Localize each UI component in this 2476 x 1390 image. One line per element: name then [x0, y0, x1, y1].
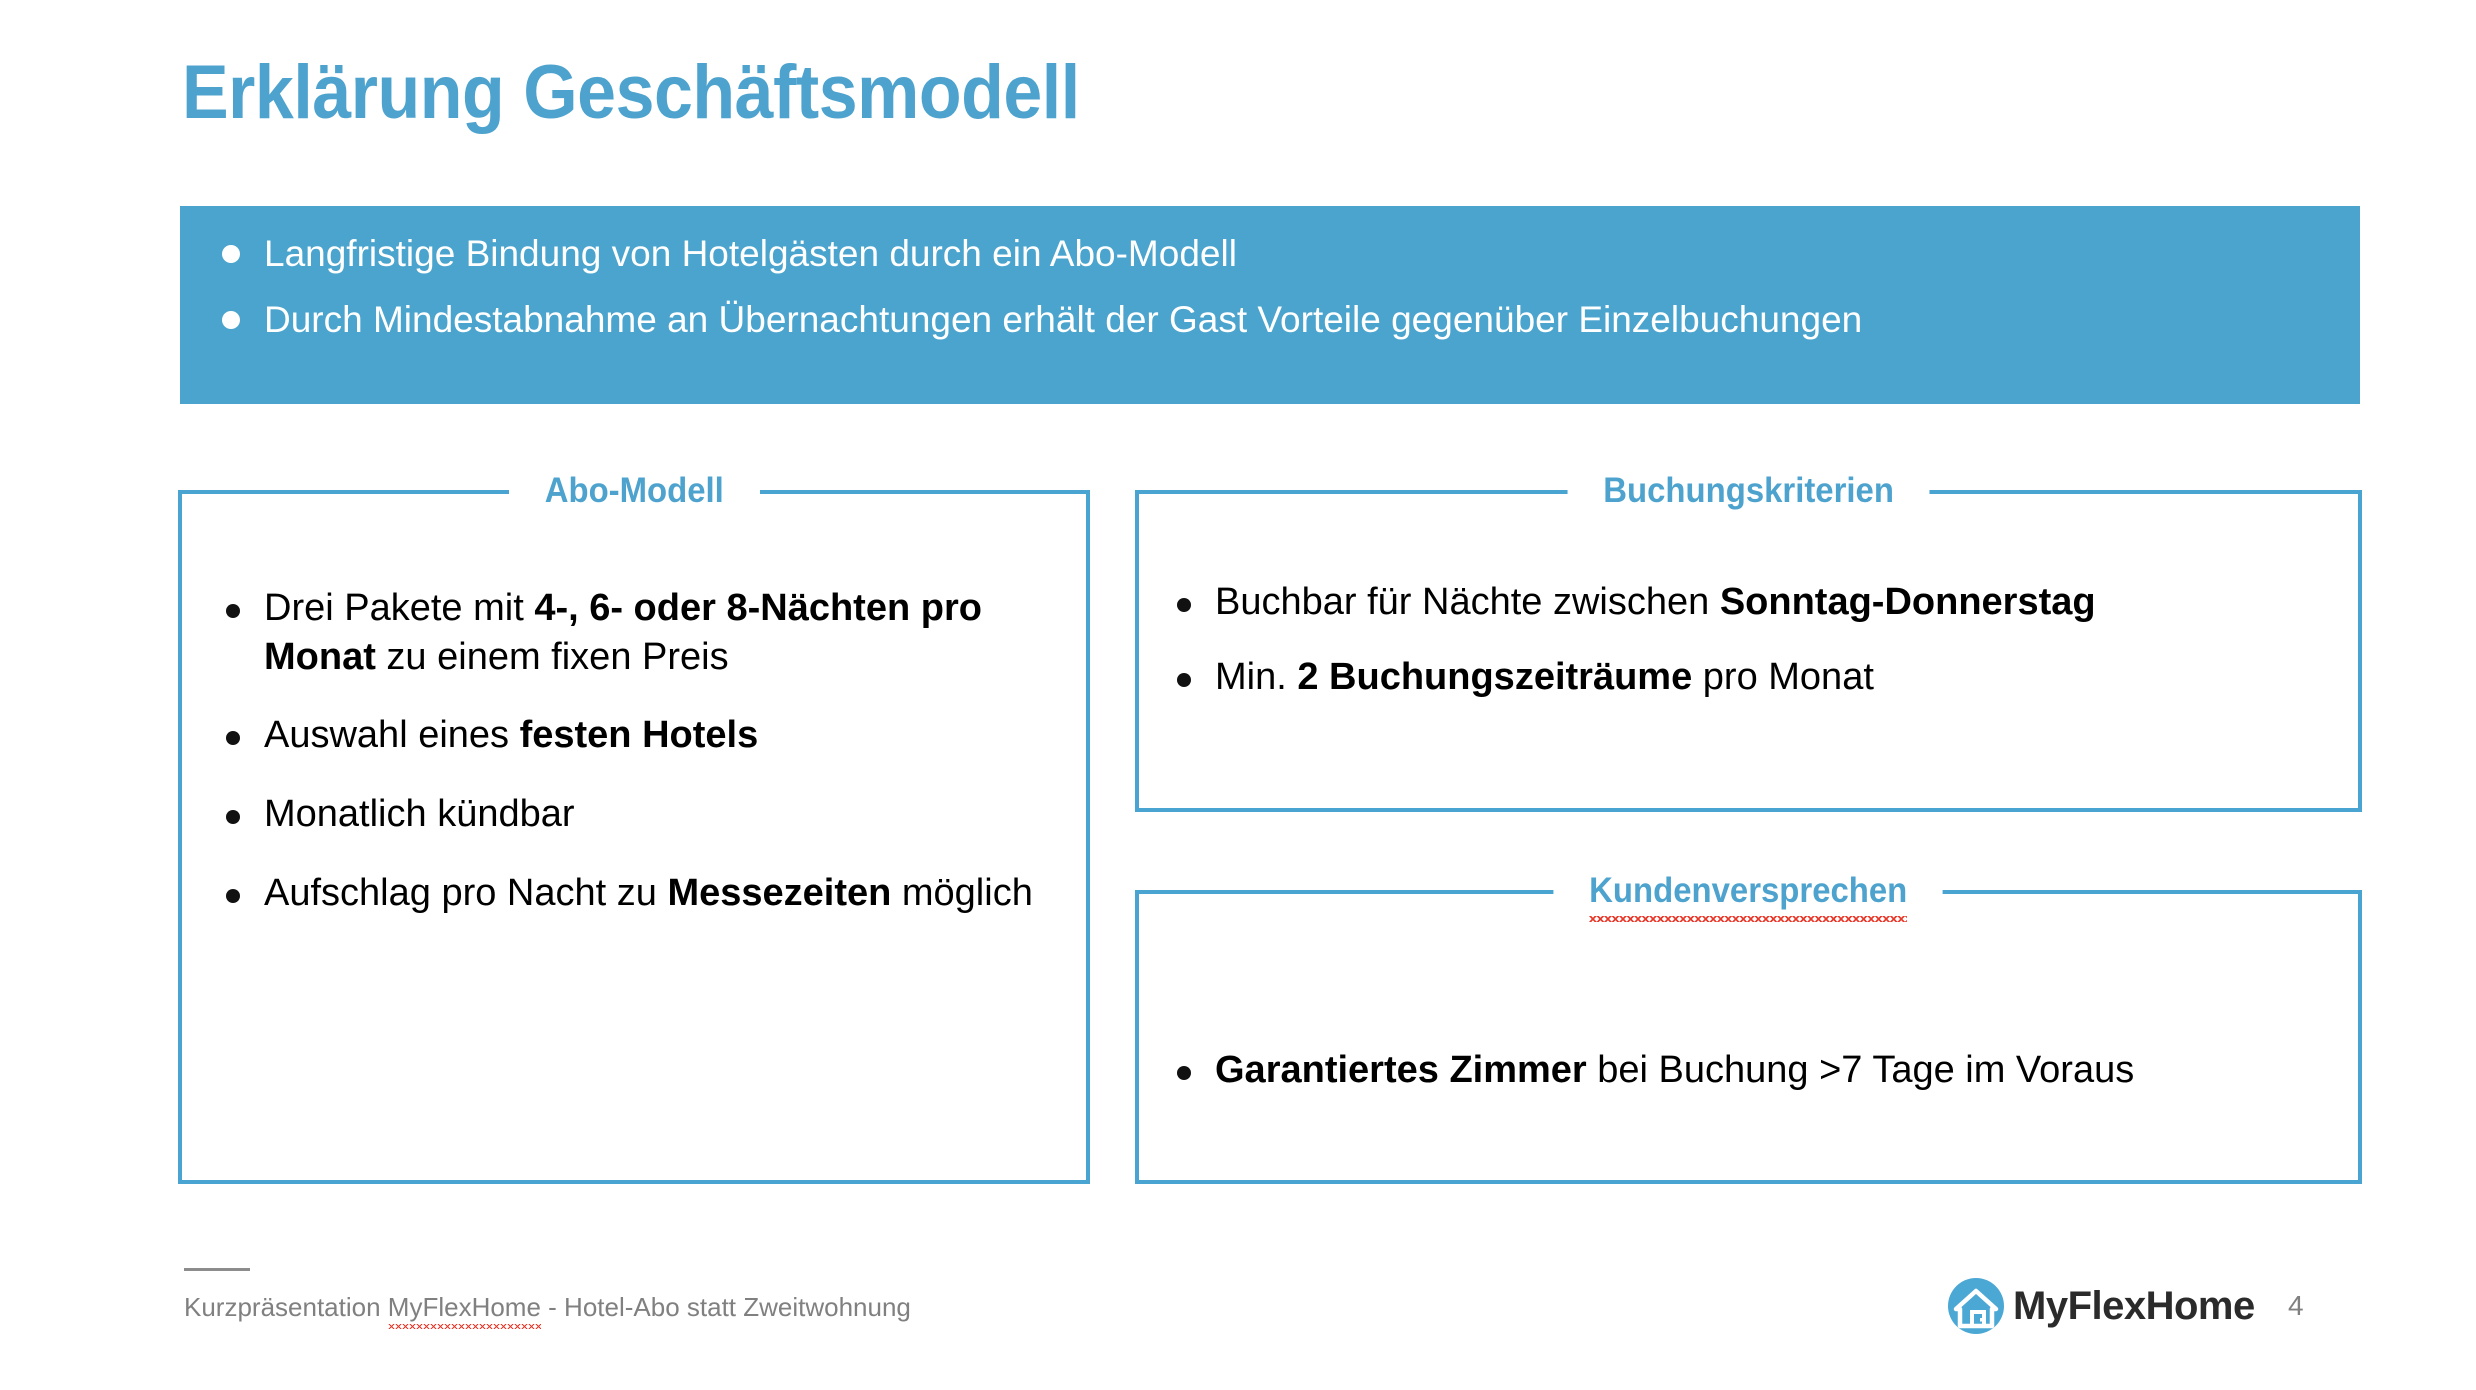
header-rule-right [767, 490, 1086, 494]
card-abo-modell-header: Abo-Modell [182, 472, 1086, 508]
card-buchungskriterien-bullets: Buchbar für Nächte zwischen Sonntag-Donn… [1177, 578, 2328, 727]
list-item: Min. 2 Buchungszeiträume pro Monat [1177, 653, 2328, 702]
list-item-text: Aufschlag pro Nacht zu Messezeiten mögli… [264, 871, 1033, 914]
footer-divider [184, 1268, 250, 1271]
footer-caption-prefix: Kurzpräsentation [184, 1292, 388, 1322]
bullet-dot-icon [226, 604, 240, 618]
header-rule-right [1955, 890, 2358, 894]
footer-caption-brand: MyFlexHome [387, 1292, 542, 1329]
banner-bullet-2-text: Durch Mindestabnahme an Übernachtungen e… [264, 299, 1863, 341]
header-rule-left [1139, 490, 1556, 494]
list-item: Aufschlag pro Nacht zu Messezeiten mögli… [226, 869, 1046, 918]
bullet-dot-icon [1177, 598, 1191, 612]
card-abo-modell-bullets: Drei Pakete mit 4-, 6- oder 8-Nächten pr… [226, 584, 1046, 947]
list-item: Buchbar für Nächte zwischen Sonntag-Donn… [1177, 578, 2328, 627]
bullet-dot-icon [226, 809, 240, 824]
banner-bullet-1-text: Langfristige Bindung von Hotelgästen dur… [264, 233, 1237, 274]
list-item-text: Monatlich kündbar [264, 792, 575, 835]
card-abo-modell: Abo-Modell Drei Pakete mit 4-, 6- oder 8… [178, 472, 1090, 1184]
bullet-dot-icon [222, 311, 240, 330]
house-icon [1948, 1278, 2004, 1334]
header-rule-left [182, 490, 501, 494]
card-kundenversprechen-header: Kundenversprechen [1139, 872, 2358, 922]
card-abo-modell-title: Abo-Modell [508, 472, 760, 508]
card-buchungskriterien-header: Buchungskriterien [1139, 472, 2359, 508]
page-number: 4 [2288, 1290, 2304, 1321]
list-item-text: Garantiertes Zimmer bei Buchung >7 Tage … [1215, 1049, 2135, 1091]
card-buchungskriterien-title: Buchungskriterien [1567, 472, 1930, 508]
list-item-text: Min. 2 Buchungszeiträume pro Monat [1215, 655, 1874, 698]
highlight-banner: Langfristige Bindung von Hotelgästen dur… [180, 206, 2360, 404]
bullet-dot-icon [226, 731, 240, 746]
card-kundenversprechen-title: Kundenversprechen [1553, 872, 1944, 922]
card-kundenversprechen-bullets: Garantiertes Zimmer bei Buchung >7 Tage … [1177, 1046, 2328, 1095]
brand-logo: MyFlexHome [1948, 1278, 2255, 1334]
footer-caption: Kurzpräsentation MyFlexHome - Hotel-Abo … [184, 1292, 911, 1329]
banner-bullet-1: Langfristige Bindung von Hotelgästen dur… [222, 230, 2320, 278]
card-buchungskriterien: Buchungskriterien Buchbar für Nächte zwi… [1135, 472, 2362, 812]
brand-logo-text: MyFlexHome [2013, 1284, 2255, 1328]
list-item-text: Auswahl eines festen Hotels [264, 714, 759, 757]
list-item-text: Buchbar für Nächte zwischen Sonntag-Donn… [1215, 581, 2096, 623]
card-kundenversprechen: Kundenversprechen Garantiertes Zimmer be… [1135, 872, 2362, 1184]
list-item: Auswahl eines festen Hotels [226, 711, 1046, 760]
bullet-dot-icon [1177, 1066, 1191, 1080]
footer-caption-suffix: - Hotel-Abo statt Zweitwohnung [540, 1292, 911, 1322]
list-item-text: Drei Pakete mit 4-, 6- oder 8-Nächten pr… [264, 587, 982, 678]
bullet-dot-icon [1177, 672, 1191, 687]
bullet-dot-icon [222, 245, 240, 263]
header-rule-left [1139, 890, 1542, 894]
list-item: Drei Pakete mit 4-, 6- oder 8-Nächten pr… [226, 584, 1046, 681]
page-title: Erklärung Geschäftsmodell [182, 50, 1080, 135]
list-item: Garantiertes Zimmer bei Buchung >7 Tage … [1177, 1046, 2328, 1095]
list-item: Monatlich kündbar [226, 790, 1046, 839]
bullet-dot-icon [226, 888, 240, 903]
header-rule-right [1941, 490, 2359, 494]
banner-bullet-2: Durch Mindestabnahme an Übernachtungen e… [222, 296, 2320, 344]
